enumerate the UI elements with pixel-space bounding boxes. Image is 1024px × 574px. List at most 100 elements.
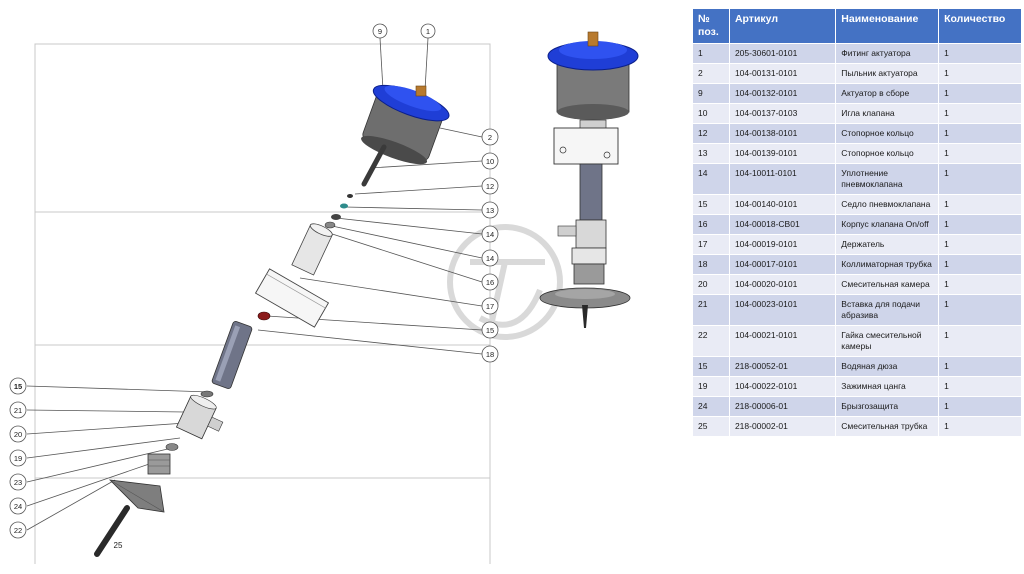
cell-name: Брызгозащита [836, 397, 939, 416]
cell-position: 20 [693, 275, 729, 294]
callout-label: 15 [14, 382, 22, 391]
part-actuator-fitting [415, 85, 427, 97]
part-collet [165, 443, 179, 451]
cell-position: 2 [693, 64, 729, 83]
cell-quantity: 1 [939, 144, 1021, 163]
callout-1: 1 [420, 23, 436, 39]
callout-14a: 14 [481, 225, 499, 243]
callout-15-left: 15 [9, 377, 27, 395]
cell-article: 104-10011-0101 [729, 164, 836, 194]
callout-12: 12 [481, 177, 499, 195]
cell-article: 104-00137-0103 [729, 104, 836, 123]
callout-label: 15 [486, 326, 494, 335]
exploded-view-drawing: 9 1 2 10 12 13 14 14 16 17 15 18 15 21 2… [9, 23, 639, 564]
callout-15-right: 15 [481, 321, 499, 339]
callout-label: 10 [486, 157, 494, 166]
cell-quantity: 1 [939, 295, 1021, 325]
callouts: 9 1 2 10 12 13 14 14 16 17 15 18 15 21 2… [9, 23, 499, 550]
cell-name: Коллиматорная трубка [836, 255, 939, 274]
cell-article: 104-00131-0101 [729, 64, 836, 83]
cell-position: 10 [693, 104, 729, 123]
cell-name: Зажимная цанга [836, 377, 939, 396]
parts-table-header: № поз. Артикул Наименование Количество [693, 9, 1021, 43]
cell-quantity: 1 [939, 84, 1021, 103]
cell-article: 218-00052-01 [729, 357, 836, 376]
cell-position: 9 [693, 84, 729, 103]
cell-name: Смесительная трубка [836, 417, 939, 436]
leader-lines [26, 37, 483, 531]
callout-label: 1 [426, 27, 430, 36]
callout-label: 20 [14, 430, 22, 439]
callout-10: 10 [481, 152, 499, 170]
cell-article: 218-00002-01 [729, 417, 836, 436]
callout-17: 17 [481, 297, 499, 315]
cell-article: 104-00018-CB01 [729, 215, 836, 234]
callout-label: 22 [14, 526, 22, 535]
assembled-view [539, 31, 639, 328]
cell-quantity: 1 [939, 195, 1021, 214]
header-row: № поз. Артикул Наименование Количество [693, 9, 1021, 43]
cell-position: 24 [693, 397, 729, 416]
cell-quantity: 1 [939, 255, 1021, 274]
cell-article: 104-00138-0101 [729, 124, 836, 143]
part-splash-guard [108, 479, 165, 513]
cell-quantity: 1 [939, 326, 1021, 356]
cell-article: 218-00006-01 [729, 397, 836, 416]
cell-article: 104-00022-0101 [729, 377, 836, 396]
cell-name: Гайка смесительной камеры [836, 326, 939, 356]
cell-quantity: 1 [939, 215, 1021, 234]
cell-quantity: 1 [939, 124, 1021, 143]
cell-position: 15 [693, 195, 729, 214]
callout-19: 19 [9, 449, 27, 467]
callout-20: 20 [9, 425, 27, 443]
cell-article: 104-00132-0101 [729, 84, 836, 103]
callout-label: 19 [14, 454, 22, 463]
callout-label: 16 [486, 278, 494, 287]
part-valve-needle [361, 144, 387, 187]
callout-18: 18 [481, 345, 499, 363]
cell-quantity: 1 [939, 275, 1021, 294]
cell-article: 104-00139-0101 [729, 144, 836, 163]
callout-14b: 14 [481, 249, 499, 267]
cell-name: Вставка для подачи абразива [836, 295, 939, 325]
cell-article: 104-00017-0101 [729, 255, 836, 274]
cell-position: 1 [693, 44, 729, 63]
cell-position: 19 [693, 377, 729, 396]
callout-22: 22 [9, 521, 27, 539]
callout-label: 13 [486, 206, 494, 215]
cell-article: 104-00020-0101 [729, 275, 836, 294]
callout-16: 16 [481, 273, 499, 291]
callout-label: 9 [378, 27, 382, 36]
cell-quantity: 1 [939, 44, 1021, 63]
part-mixing-tube [94, 505, 130, 557]
callout-label: 18 [486, 350, 494, 359]
cell-article: 104-00023-0101 [729, 295, 836, 325]
cell-article: 205-30601-0101 [729, 44, 836, 63]
part-small-rings [324, 194, 353, 229]
callout-label: 17 [486, 302, 494, 311]
cell-name: Держатель [836, 235, 939, 254]
cell-quantity: 1 [939, 357, 1021, 376]
header-position: № поз. [693, 9, 729, 43]
label-25: 25 [114, 541, 123, 550]
cell-position: 16 [693, 215, 729, 234]
header-name: Наименование [836, 9, 939, 43]
cell-name: Уплотнение пневмоклапана [836, 164, 939, 194]
part-valve-seat [257, 311, 271, 321]
callout-label: 14 [486, 254, 494, 263]
cell-quantity: 1 [939, 397, 1021, 416]
part-actuator-assembly [361, 84, 450, 165]
